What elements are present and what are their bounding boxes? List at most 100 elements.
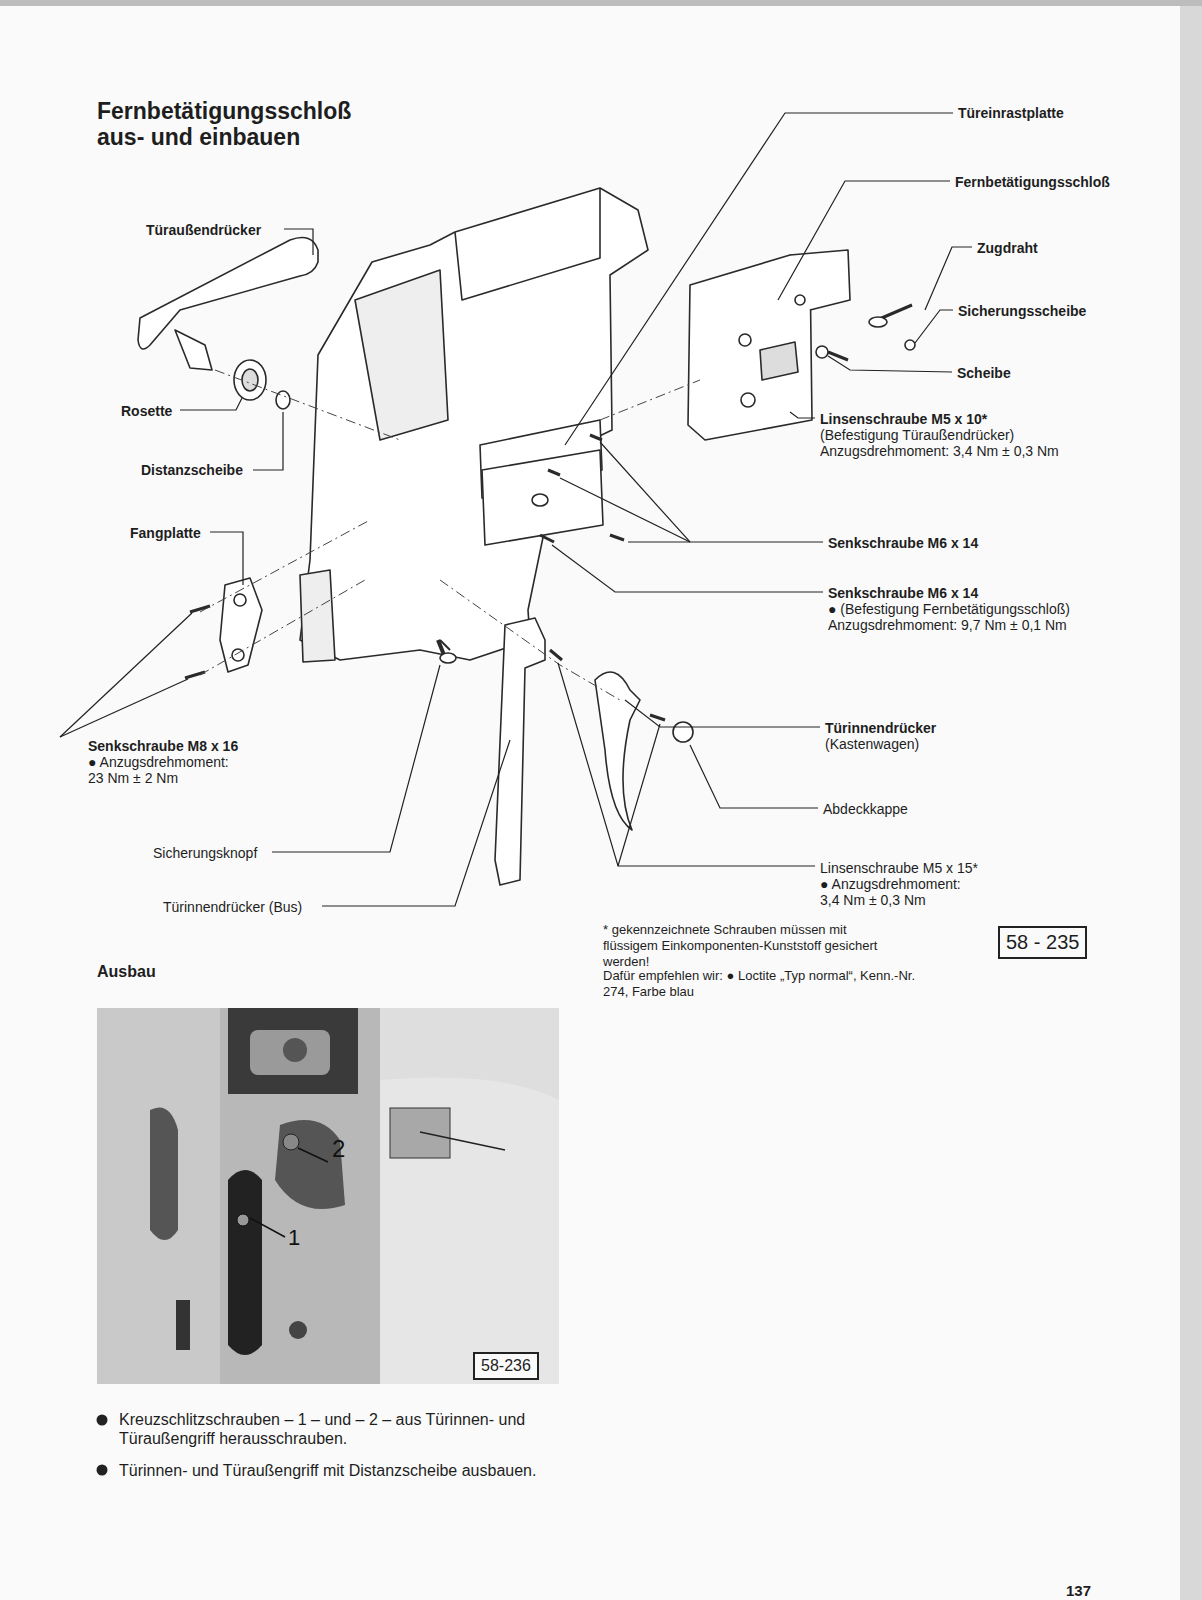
photo-screw [237, 1214, 249, 1226]
torque-note: ● Anzugsdrehmoment: [820, 876, 961, 893]
outer-handle [138, 238, 318, 349]
leader-line [180, 398, 242, 410]
leader-line [690, 745, 818, 808]
part-label: Abdeckkappe [823, 801, 908, 818]
photo-ground [97, 1008, 559, 1384]
page-edge [1180, 0, 1202, 1600]
lock-washer [905, 340, 915, 350]
leader-line [618, 724, 660, 866]
axis-line [200, 580, 365, 675]
figure-number: 58 - 235 [1006, 930, 1079, 955]
part-label: Türeinrastplatte [958, 105, 1064, 122]
leader-line [322, 740, 510, 906]
footnote: * gekennzeichnete Schrauben müssen mit f… [603, 922, 893, 970]
inner-handle-van [595, 672, 640, 830]
lock-bracket [790, 250, 850, 310]
lock-knob [440, 653, 456, 663]
part-label: Senkschraube M8 x 16 [88, 738, 238, 755]
panel-edge [455, 188, 600, 300]
part-label: Distanzscheibe [141, 462, 243, 479]
handle-shaft [175, 330, 212, 370]
leader-line [828, 356, 952, 372]
part-label: Türaußendrücker [146, 222, 261, 239]
photo-recess [275, 1120, 345, 1209]
door-panel [300, 188, 648, 660]
panel-flange [300, 570, 335, 662]
torque-note: Anzugsdrehmoment: 3,4 Nm ± 0,3 Nm [820, 443, 1059, 460]
remote-lock [688, 255, 812, 440]
leader-line [210, 532, 243, 585]
leader-line [250, 1218, 285, 1237]
callout-number: 2 [332, 1134, 345, 1163]
torque-note: Anzugsdrehmoment: 9,7 Nm ± 0,1 Nm [828, 617, 1067, 634]
screw [550, 650, 562, 660]
axis-line [600, 380, 700, 420]
instruction-step: Kreuzschlitzschrauben – 1 – und – 2 – au… [119, 1410, 579, 1448]
latch-plate [482, 450, 603, 545]
leader-line [284, 229, 313, 255]
part-label: Türinnendrücker (Bus) [163, 899, 302, 916]
photo-inner-handle [228, 1170, 262, 1355]
catch-plate [220, 578, 262, 672]
part-note: (Befestigung Türaußendrücker) [820, 427, 1014, 444]
leader-line [60, 679, 188, 737]
section-heading: Ausbau [97, 962, 156, 981]
hole [532, 494, 548, 506]
part-label: Türinnendrücker [825, 720, 936, 737]
leader-line [298, 1148, 328, 1162]
axis-line [215, 370, 400, 440]
leader-line [565, 113, 953, 445]
screw [590, 435, 602, 440]
photo-hole [289, 1321, 307, 1339]
photo-door-edge [220, 1008, 380, 1384]
screw [548, 470, 560, 475]
part-label: Senkschraube M6 x 14 [828, 535, 978, 552]
photo-screw [283, 1134, 299, 1150]
leader-line [625, 700, 820, 727]
inner-handle-bus [495, 618, 545, 885]
hole [741, 393, 755, 407]
hole [234, 594, 246, 606]
part-label: Linsenschraube M5 x 10* [820, 411, 987, 428]
hole [739, 334, 751, 346]
screw [540, 535, 554, 542]
leader-line [253, 412, 283, 470]
axis-line [440, 580, 620, 700]
part-label: Rosette [121, 403, 172, 420]
leader-line [915, 310, 953, 343]
leader-line [925, 247, 972, 310]
footnote: Dafür empfehlen wir: ● Loctite „Typ norm… [603, 968, 923, 1000]
photo-outer-handle [150, 1108, 178, 1241]
part-label: Linsenschraube M5 x 15* [820, 860, 978, 877]
photo-lock [228, 1008, 358, 1094]
page-title: Fernbetätigungsschloß aus- und einbauen [97, 98, 397, 150]
figure-number: 58-236 [481, 1356, 531, 1376]
part-label: Zugdraht [977, 240, 1038, 257]
photo-panel [375, 1008, 559, 1384]
leader-line [560, 478, 690, 542]
rosette [242, 369, 258, 391]
part-note: ● (Befestigung Fernbetätigungsschloß) [828, 601, 1070, 618]
instruction-step: Türinnen- und Türaußengriff mit Distanzs… [119, 1461, 579, 1480]
bullet [97, 1415, 108, 1426]
photo-bracket [390, 1108, 450, 1158]
bullet [97, 1465, 108, 1476]
page-number: 137 [1066, 1582, 1091, 1600]
washer [816, 346, 828, 358]
photo-lock [250, 1030, 330, 1075]
torque-note: 3,4 Nm ± 0,3 Nm [820, 892, 926, 909]
callout-number: 1 [288, 1225, 300, 1251]
leader-line [628, 541, 690, 542]
part-label: Senkschraube M6 x 14 [828, 585, 978, 602]
leader-line [778, 181, 950, 300]
part-label: Sicherungsscheibe [958, 303, 1086, 320]
screw [190, 606, 210, 612]
leader-line [600, 442, 823, 542]
part-note: (Kastenwagen) [825, 736, 919, 753]
screw [610, 535, 624, 540]
part-label: Fangplatte [130, 525, 201, 542]
leader-line [272, 665, 440, 852]
torque-note: ● Anzugsdrehmoment: [88, 754, 229, 771]
rosette [234, 360, 266, 400]
cover-cap [673, 722, 693, 742]
